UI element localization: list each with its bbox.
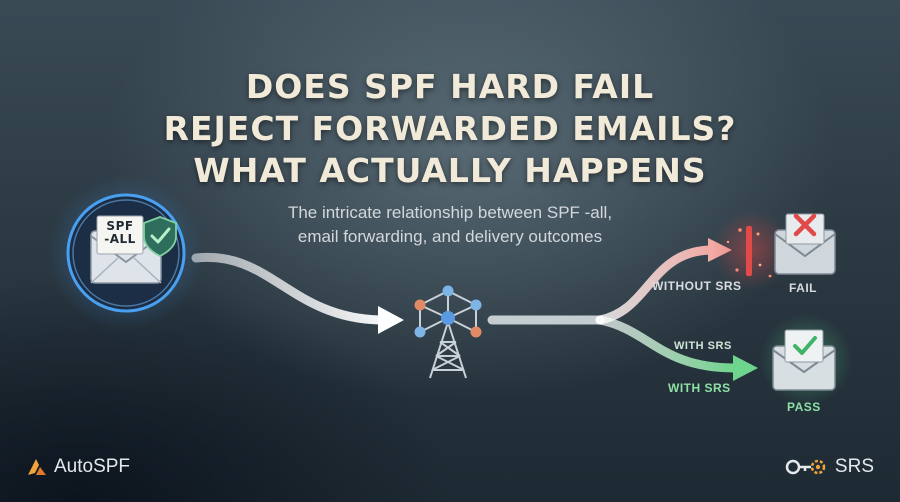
subtitle-line-1: The intricate relationship between SPF -… bbox=[287, 203, 613, 222]
source-badge-line2: -ALL bbox=[104, 232, 136, 246]
page-subtitle: The intricate relationship between SPF -… bbox=[240, 201, 660, 249]
title-line-2: REJECT FORWARDED EMAILS? bbox=[163, 109, 737, 148]
spark bbox=[726, 240, 730, 244]
spark bbox=[735, 268, 739, 272]
title-line-1: DOES SPF HARD FAIL bbox=[245, 67, 655, 106]
subtitle-line-2: email forwarding, and delivery outcomes bbox=[297, 227, 603, 246]
without-srs-label: WITHOUT SRS bbox=[652, 279, 742, 293]
spark bbox=[738, 228, 742, 232]
fail-barrier bbox=[746, 226, 752, 276]
srs-brand: SRS bbox=[785, 456, 874, 478]
pass-label: PASS bbox=[787, 400, 821, 414]
with-srs-label-upper: WITH SRS bbox=[674, 340, 732, 352]
with-srs-label-lower: WITH SRS bbox=[668, 381, 731, 395]
autospf-logo-icon bbox=[28, 459, 46, 475]
source-badge-line1: SPF bbox=[106, 219, 134, 233]
autospf-brand: AutoSPF bbox=[26, 456, 130, 478]
autospf-brand-text: AutoSPF bbox=[54, 456, 131, 477]
key-gear-icon bbox=[785, 459, 826, 475]
spark bbox=[758, 263, 762, 267]
spark bbox=[756, 232, 760, 236]
srs-brand-text: SRS bbox=[834, 456, 874, 477]
without-srs-path bbox=[595, 245, 715, 325]
title-line-3: WHAT ACTUALLY HAPPENS bbox=[193, 151, 707, 190]
page-title: DOES SPF HARD FAIL REJECT FORWARDED EMAI… bbox=[0, 66, 900, 192]
main-flow-arrow bbox=[191, 252, 385, 325]
main-arrowhead bbox=[378, 306, 404, 334]
spark bbox=[768, 274, 772, 278]
with-srs-arrowhead bbox=[733, 355, 758, 381]
source-badge: SPF -ALL bbox=[102, 220, 138, 246]
fail-label: FAIL bbox=[789, 281, 817, 295]
with-srs-path bbox=[595, 315, 740, 373]
